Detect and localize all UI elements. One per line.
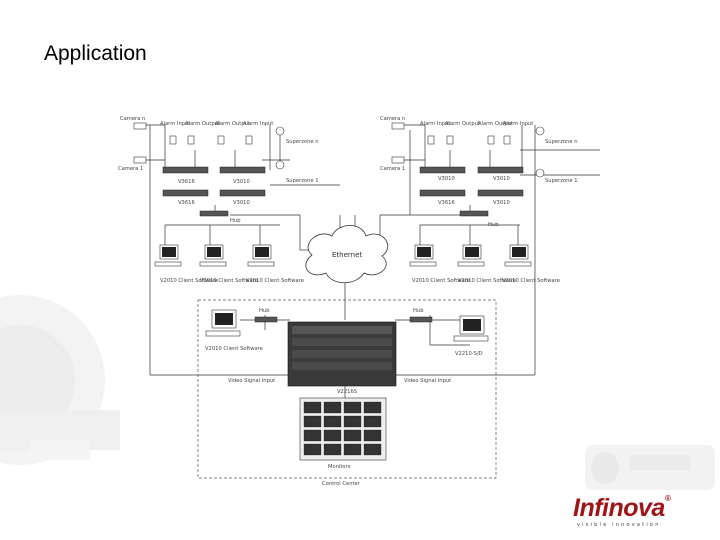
label-superzone-n-left: Superzone n: [286, 139, 319, 145]
label-device-right-4: V3010: [493, 200, 510, 206]
label-cc-hub-left: Hub: [259, 308, 270, 314]
label-alarm-input-right-2: Alarm Input: [503, 121, 533, 127]
label-alarm-output-left-1: Alarm Output: [185, 121, 220, 127]
label-alarm-input-left-1: Alarm Input: [160, 121, 190, 127]
label-device-left-4: V3010: [233, 200, 250, 206]
label-camera-1-left: Camera 1: [118, 166, 143, 172]
label-superzone-1-right: Superzone 1: [545, 178, 578, 184]
label-device-left-2: V3010: [233, 179, 250, 185]
logo-reg: ®: [664, 494, 671, 503]
label-camera-n-right: Camera n: [380, 116, 405, 122]
label-alarm-input-right-1: Alarm Input: [420, 121, 450, 127]
logo-tagline: visible innovation: [577, 522, 661, 528]
label-cc-hub-right: Hub: [413, 308, 424, 314]
label-camera-1-right: Camera 1: [380, 166, 405, 172]
infinova-logo: Infinova® visible innovation: [573, 494, 703, 530]
label-control-center: Control Center: [322, 481, 361, 487]
slide-title: Application: [44, 42, 147, 65]
label-client-right-2: V2010 Client Software: [458, 278, 516, 284]
label-device-right-2: V3010: [493, 176, 510, 182]
label-alarm-output-right-1: Alarm Output: [445, 121, 480, 127]
label-camera-n-left: Camera n: [120, 116, 145, 122]
label-video-signal-input-right: Video Signal Input: [404, 378, 451, 384]
label-client-right-1: V2010 Client Software: [412, 278, 470, 284]
label-alarm-output-left-2: Alarm Output: [215, 121, 250, 127]
label-client-left-2: V2010 Client Software: [200, 278, 258, 284]
label-superzone-1-left: Superzone 1: [286, 178, 319, 184]
label-alarm-input-left-2: Alarm Input: [243, 121, 273, 127]
label-matrix-workstation: V2210-S/D: [455, 351, 483, 357]
label-video-signal-input-left: Video Signal Input: [228, 378, 275, 384]
label-device-left-3: V3616: [178, 200, 195, 206]
label-hub-left: Hub: [230, 218, 241, 224]
label-ethernet: Ethernet: [332, 251, 362, 259]
label-device-left-1: V3616: [178, 179, 195, 185]
label-client-right-3: V2010 Client Software: [502, 278, 560, 284]
label-hub-right: Hub: [488, 222, 499, 228]
label-superzone-n-right: Superzone n: [545, 139, 578, 145]
label-alarm-output-right-2: Alarm Output: [478, 121, 513, 127]
label-matrix: V2216S: [337, 389, 357, 395]
label-device-right-3: V3616: [438, 200, 455, 206]
logo-name: Infinova: [573, 494, 665, 522]
label-device-right-1: V3010: [438, 176, 455, 182]
label-client-left-3: V2010 Client Software: [246, 278, 304, 284]
label-client-left-1: V2010 Client Software: [160, 278, 218, 284]
label-cc-client: V2010 Client Software: [205, 346, 263, 352]
label-monitors: Monitors: [328, 464, 351, 470]
